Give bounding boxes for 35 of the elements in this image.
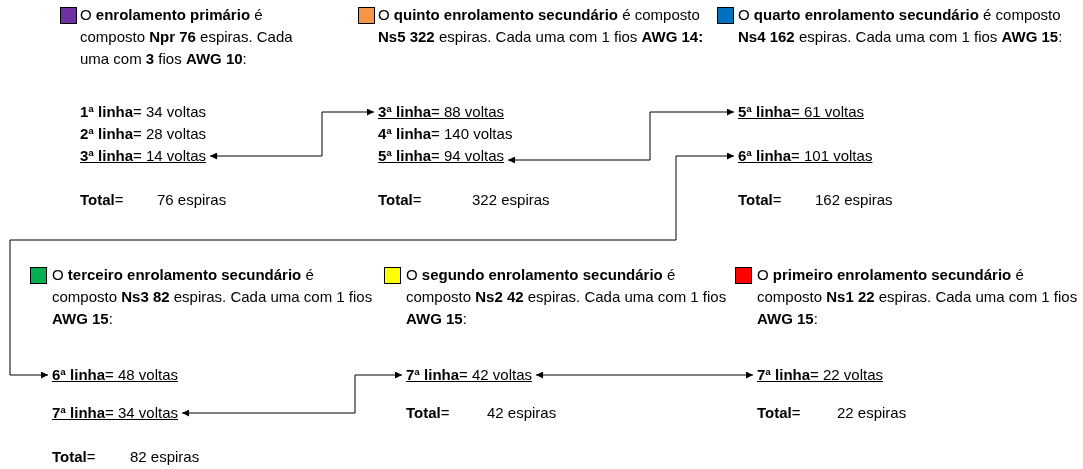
total-value: 22 espiras	[837, 403, 907, 423]
turn-count-text: 3ª linha= 14 voltas	[80, 145, 207, 167]
turn-count-text: 4ª linha= 140 voltas	[378, 124, 513, 144]
total-value: 322 espiras	[472, 190, 550, 210]
winding-description: O segundo enrolamento secundário é composto Ns2 42 espiras. Cada uma com 1 fios AWG 15:	[406, 265, 728, 329]
total-label: Total=	[80, 190, 124, 210]
connector-arrow	[9, 152, 735, 379]
turn-count-text: 3ª linha= 88 voltas	[378, 101, 505, 123]
turn-count-text: 2ª linha= 28 voltas	[80, 124, 207, 144]
turn-count-text: 5ª linha= 94 voltas	[378, 145, 505, 167]
connector-arrow	[535, 371, 754, 379]
connector-arrow	[507, 108, 735, 164]
total-value: 76 espiras	[157, 190, 227, 210]
winding-description: O terceiro enrolamento secundário é composto Ns3 82 espiras. Cada uma com 1 fios AWG 15:	[52, 265, 374, 329]
turn-count-text: 5ª linha= 61 voltas	[738, 101, 865, 123]
total-label: Total=	[378, 190, 422, 210]
total-label: Total=	[52, 447, 96, 467]
winding-description: O enrolamento primário é composto Npr 76 espiras. Cada uma com 3 fios AWG 10:	[80, 5, 294, 69]
connector-arrow	[209, 108, 375, 160]
winding-description: O quinto enrolamento secundário é composto Ns5 322 espiras. Cada uma com 1 fios AWG 14:	[378, 5, 705, 47]
winding-description: O quarto enrolamento secundário é composto Ns4 162 espiras. Cada uma com 1 fios AWG 15:	[738, 5, 1064, 47]
turn-count-text: 6ª linha= 101 voltas	[738, 145, 873, 167]
turn-count-text: 1ª linha= 34 voltas	[80, 102, 207, 122]
turn-count-text: 6ª linha= 48 voltas	[52, 364, 179, 386]
total-value: 162 espiras	[815, 190, 893, 210]
total-value: 42 espiras	[487, 403, 557, 423]
turn-count-text: 7ª linha= 42 voltas	[406, 364, 533, 386]
turn-count-text: 7ª linha= 22 voltas	[757, 364, 884, 386]
total-value: 82 espiras	[130, 447, 200, 467]
total-label: Total=	[738, 190, 782, 210]
connector-arrow	[181, 371, 403, 417]
turn-count-text: 7ª linha= 34 voltas	[52, 402, 179, 424]
winding-description: O primeiro enrolamento secundário é composto Ns1 22 espiras. Cada uma com 1 fios AWG 15:	[757, 265, 1079, 329]
total-label: Total=	[406, 403, 450, 423]
total-label: Total=	[757, 403, 801, 423]
